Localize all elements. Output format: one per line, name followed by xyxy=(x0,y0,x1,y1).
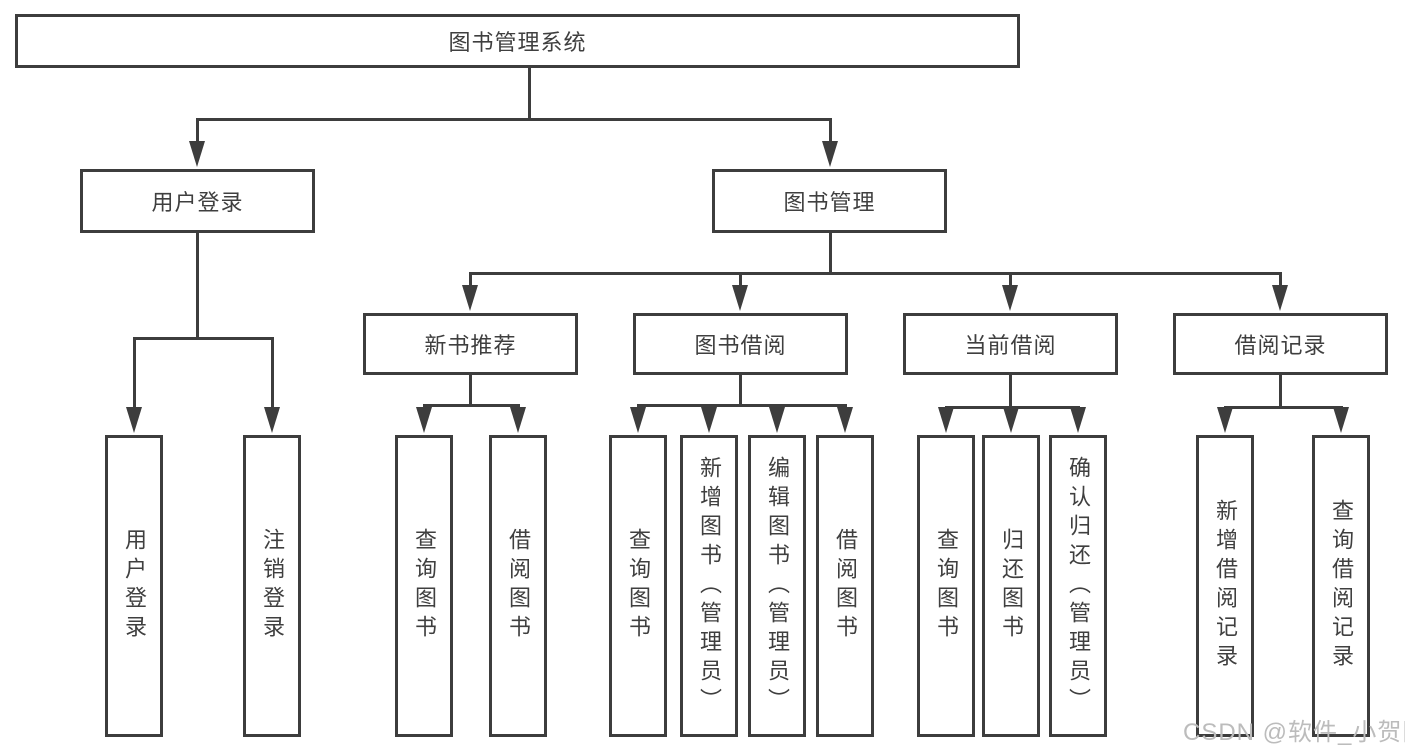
connector-branch-mgmt xyxy=(469,272,1281,275)
arrowhead-icon xyxy=(1002,285,1018,311)
connector-branch-user xyxy=(133,337,274,340)
node-label: 图书管理系统 xyxy=(448,30,587,55)
node-label: 注销登录 xyxy=(260,528,285,644)
connector-stem xyxy=(271,337,274,411)
csdn-watermark: CSDN @软件_小贺同学 xyxy=(1183,719,1405,746)
connector-stem xyxy=(829,118,832,146)
leaf-borrow-book-1: 借阅图书 xyxy=(489,435,547,737)
connector-trunk-user xyxy=(196,233,199,337)
connector-trunk xyxy=(1009,375,1012,406)
leaf-borrow-book-2: 借阅图书 xyxy=(816,435,874,737)
leaf-user-login: 用户登录 xyxy=(105,435,163,737)
arrowhead-icon xyxy=(416,407,432,433)
arrowhead-icon xyxy=(822,141,838,167)
arrowhead-icon xyxy=(837,407,853,433)
connector-trunk-mgmt xyxy=(829,233,832,272)
connector-stem xyxy=(469,272,472,288)
leaf-add-book-admin: 新增图书（管理员） xyxy=(680,435,738,737)
connector-branch xyxy=(423,404,519,407)
node-current-borrow: 当前借阅 xyxy=(903,313,1118,375)
node-book-management: 图书管理 xyxy=(712,169,947,233)
arrowhead-icon xyxy=(189,141,205,167)
node-book-borrow: 图书借阅 xyxy=(633,313,848,375)
node-label: 确认归还（管理员） xyxy=(1066,455,1091,717)
connector-trunk xyxy=(469,375,472,404)
leaf-query-book-1: 查询图书 xyxy=(395,435,453,737)
node-borrow-records: 借阅记录 xyxy=(1173,313,1388,375)
node-label: 用户登录 xyxy=(151,190,244,215)
leaf-add-borrow-record: 新增借阅记录 xyxy=(1196,435,1254,737)
node-label: 图书借阅 xyxy=(694,333,787,358)
node-label: 当前借阅 xyxy=(964,333,1057,358)
leaf-query-borrow-record: 查询借阅记录 xyxy=(1312,435,1370,737)
connector-stem xyxy=(739,272,742,288)
leaf-confirm-return-admin: 确认归还（管理员） xyxy=(1049,435,1107,737)
node-user-login-group: 用户登录 xyxy=(80,169,315,233)
connector-stem xyxy=(1009,272,1012,288)
node-label: 新增借阅记录 xyxy=(1213,499,1238,673)
node-label: 查询图书 xyxy=(626,528,651,644)
arrowhead-icon xyxy=(1272,285,1288,311)
node-label: 图书管理 xyxy=(783,190,876,215)
node-label: 借阅记录 xyxy=(1234,333,1327,358)
node-label: 查询图书 xyxy=(412,528,437,644)
connector-branch xyxy=(637,404,846,407)
arrowhead-icon xyxy=(510,407,526,433)
leaf-edit-book-admin: 编辑图书（管理员） xyxy=(748,435,806,737)
connector-trunk-root xyxy=(528,68,531,118)
arrowhead-icon xyxy=(630,407,646,433)
leaf-query-book-3: 查询图书 xyxy=(917,435,975,737)
connector-branch xyxy=(1224,406,1342,409)
arrowhead-icon xyxy=(732,285,748,311)
node-label: 借阅图书 xyxy=(833,528,858,644)
connector-trunk xyxy=(739,375,742,404)
arrowhead-icon xyxy=(938,407,954,433)
arrowhead-icon xyxy=(1070,407,1086,433)
arrowhead-icon xyxy=(701,407,717,433)
arrowhead-icon xyxy=(462,285,478,311)
leaf-query-book-2: 查询图书 xyxy=(609,435,667,737)
node-new-book-recommend: 新书推荐 xyxy=(363,313,578,375)
connector-trunk xyxy=(1279,375,1282,406)
arrowhead-icon xyxy=(1003,407,1019,433)
connector-stem xyxy=(1279,272,1282,288)
node-root: 图书管理系统 xyxy=(15,14,1020,68)
node-label: 编辑图书（管理员） xyxy=(765,455,790,717)
arrowhead-icon xyxy=(264,407,280,433)
node-label: 借阅图书 xyxy=(506,528,531,644)
connector-branch-root xyxy=(196,118,832,121)
node-label: 新书推荐 xyxy=(424,333,517,358)
node-label: 归还图书 xyxy=(999,528,1024,644)
arrowhead-icon xyxy=(1217,407,1233,433)
arrowhead-icon xyxy=(769,407,785,433)
leaf-logout: 注销登录 xyxy=(243,435,301,737)
node-label: 查询图书 xyxy=(934,528,959,644)
node-label: 用户登录 xyxy=(122,528,147,644)
arrowhead-icon xyxy=(1333,407,1349,433)
node-label: 查询借阅记录 xyxy=(1329,499,1354,673)
node-label: 新增图书（管理员） xyxy=(697,455,722,717)
connector-stem xyxy=(133,337,136,411)
connector-stem xyxy=(196,118,199,146)
leaf-return-book: 归还图书 xyxy=(982,435,1040,737)
arrowhead-icon xyxy=(126,407,142,433)
